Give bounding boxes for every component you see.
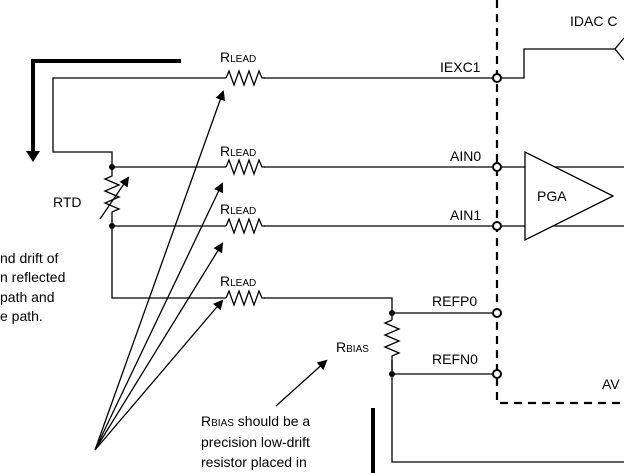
ain1-label: AIN1 (450, 207, 482, 223)
note-line: resistor placed in (201, 453, 307, 470)
ain0-label: AIN0 (450, 148, 482, 164)
pin-refn0 (492, 369, 502, 379)
node-dot (109, 223, 115, 229)
refp0-label: REFP0 (432, 293, 478, 309)
pin-refp0 (492, 308, 502, 318)
r-bias-arrow (275, 359, 328, 407)
node-dot (389, 371, 395, 377)
note-line: path and (0, 288, 55, 305)
refn0-label: REFN0 (432, 351, 478, 367)
r-lead-3 (225, 217, 265, 235)
rtd-variable-arrow (99, 176, 130, 220)
note-line: nd drift of (0, 250, 59, 266)
r-bias-resistor (383, 319, 401, 374)
r-lead-1 (225, 69, 265, 87)
r-lead-2 (225, 158, 265, 176)
idac-wire (502, 48, 615, 79)
idac-label: IDAC C (570, 13, 618, 29)
av-label: AV (602, 376, 620, 392)
pin-ain1 (492, 221, 502, 231)
r-lead-label: RLEAD (220, 201, 257, 217)
lead-drift-note: nd drift of n reflected path and e path. (0, 249, 65, 326)
r-lead-label: RLEAD (220, 143, 257, 159)
rtd-label: RTD (53, 194, 82, 210)
pin-iexc1 (492, 73, 502, 83)
current-flow-arrow (31, 59, 181, 152)
lead-resistance-arrows (94, 90, 226, 451)
r-lead-label: RLEAD (220, 273, 257, 289)
iexc1-label: IEXC1 (440, 59, 481, 75)
note-line: e path. (0, 307, 43, 324)
node-dot (389, 310, 395, 316)
node-dot (109, 164, 115, 170)
ground-return-wire (391, 360, 624, 463)
r-bias-label: RBIAS (336, 339, 369, 355)
iexc1-wire (52, 77, 492, 166)
pga-label: PGA (537, 188, 567, 204)
rtd-resistor (103, 167, 121, 226)
note-line: RBIAS should be a (201, 413, 311, 429)
pin-ain0 (492, 162, 502, 172)
pga-amplifier (524, 150, 615, 242)
r-lead-label: RLEAD (220, 49, 257, 65)
note-line: n reflected (0, 269, 66, 286)
note-line: precision low-drift (201, 434, 310, 451)
r-bias-note: RBIAS should be a precision low-drift re… (201, 412, 310, 472)
idac-symbol (614, 37, 624, 61)
r-lead-4 (225, 289, 265, 307)
